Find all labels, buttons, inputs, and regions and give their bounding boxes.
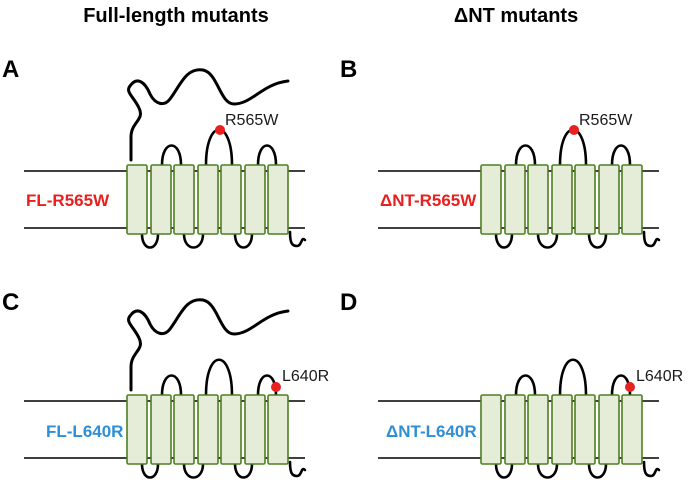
- c-terminus-tail: [288, 230, 307, 248]
- tm-helix-3: [527, 164, 549, 235]
- panel-letter-c: C: [2, 289, 19, 316]
- construct-label: ΔNT-R565W: [380, 191, 477, 210]
- tm-helix-6: [598, 394, 620, 465]
- c-terminus-tail: [288, 460, 307, 478]
- extracellular-loop-1: [160, 144, 183, 167]
- extracellular-loop-3: [256, 144, 278, 167]
- intracellular-loop-1: [140, 462, 160, 479]
- panel-c: C L640R FL-L640R: [2, 289, 329, 479]
- delta-nt-column-title: ΔNT mutants: [454, 5, 578, 27]
- extracellular-loop-2: [204, 358, 234, 397]
- extracellular-loop-1: [160, 374, 183, 397]
- extracellular-loop-2: [558, 128, 588, 167]
- construct-label: ΔNT-L640R: [386, 422, 477, 441]
- tm-helix-5: [574, 164, 596, 235]
- tm-helix-1: [126, 394, 148, 465]
- tm-helix-4: [551, 394, 573, 465]
- tm-helix-2: [504, 394, 526, 465]
- tm-helix-2: [150, 164, 172, 235]
- extracellular-loop-2: [558, 358, 588, 397]
- tm-helix-6: [244, 164, 266, 235]
- intracellular-loop-1: [494, 232, 514, 249]
- tm-helix-3: [173, 394, 195, 465]
- tm-helix-7: [267, 164, 289, 235]
- tm-helix-3: [173, 164, 195, 235]
- extracellular-loop-1: [514, 144, 537, 167]
- panel-letter-b: B: [340, 56, 357, 83]
- construct-label: FL-L640R: [46, 422, 123, 441]
- extracellular-loop-1: [514, 374, 537, 397]
- construct-label: FL-R565W: [26, 191, 110, 210]
- tm-helix-1: [480, 394, 502, 465]
- intracellular-loop-1: [494, 462, 514, 479]
- intracellular-loop-3: [587, 462, 608, 479]
- intracellular-loop-2: [182, 462, 205, 479]
- tm-helix-7: [621, 164, 643, 235]
- tm-helix-2: [504, 164, 526, 235]
- panel-letter-d: D: [340, 289, 357, 316]
- tm-helix-4: [197, 394, 219, 465]
- tm-helix-1: [126, 164, 148, 235]
- tm-helix-6: [598, 164, 620, 235]
- c-terminus-tail: [642, 230, 661, 248]
- intracellular-loop-3: [233, 462, 254, 479]
- c-terminus-tail: [642, 460, 661, 478]
- tm-helix-5: [574, 394, 596, 465]
- intracellular-loop-3: [233, 232, 254, 249]
- mutation-label: L640R: [636, 368, 683, 385]
- panel-letter-a: A: [2, 56, 19, 83]
- full-length-column-title: Full-length mutants: [83, 5, 269, 27]
- mutation-site-dot: [569, 125, 579, 135]
- mutation-site-dot: [625, 382, 635, 392]
- tm-helix-1: [480, 164, 502, 235]
- tm-helix-4: [551, 164, 573, 235]
- intracellular-loop-1: [140, 232, 160, 249]
- extracellular-loop-3: [610, 144, 632, 167]
- tm-helix-5: [220, 164, 242, 235]
- tm-helix-7: [267, 394, 289, 465]
- intracellular-loop-3: [587, 232, 608, 249]
- intracellular-loop-2: [536, 232, 559, 249]
- n-terminus-tail: [127, 298, 290, 392]
- tm-helix-6: [244, 394, 266, 465]
- tm-helix-3: [527, 394, 549, 465]
- mutation-site-dot: [271, 382, 281, 392]
- panel-b: B R565W ΔNT-R565W: [340, 56, 661, 249]
- panel-d: D L640R ΔNT-L640R: [340, 289, 683, 479]
- intracellular-loop-2: [182, 232, 205, 249]
- mutation-site-dot: [215, 125, 225, 135]
- tm-helix-5: [220, 394, 242, 465]
- tm-helix-7: [621, 394, 643, 465]
- intracellular-loop-2: [536, 462, 559, 479]
- mutation-label: R565W: [225, 112, 279, 129]
- tm-helix-2: [150, 394, 172, 465]
- mutation-label: R565W: [579, 112, 633, 129]
- mutation-label: L640R: [282, 368, 329, 385]
- extracellular-loop-2: [204, 128, 234, 167]
- n-terminus-tail: [127, 68, 290, 162]
- tm-helix-4: [197, 164, 219, 235]
- panel-a: A R565W FL-R565W: [2, 56, 307, 249]
